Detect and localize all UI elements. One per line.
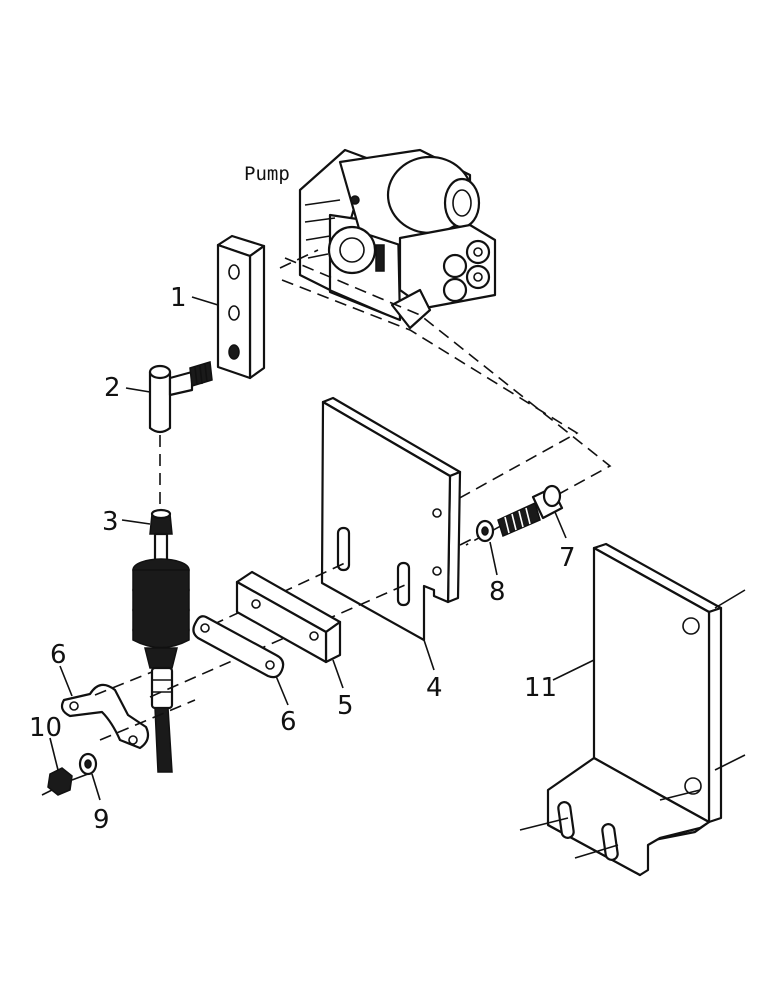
callout-10: 10 xyxy=(29,713,62,743)
part-4-mounting-plate xyxy=(320,396,462,642)
callout-1: 1 xyxy=(170,283,187,313)
part-8-washer xyxy=(475,519,495,543)
part-2-elbow-fitting xyxy=(148,361,213,434)
pump-label: Pump xyxy=(244,163,290,185)
part-6-flat-plate xyxy=(192,615,285,679)
pump-assembly xyxy=(298,148,497,330)
callout-2: 2 xyxy=(104,373,121,403)
bracket-axis-lines xyxy=(519,589,746,859)
callout-3: 3 xyxy=(102,507,119,537)
part-11-angle-bracket xyxy=(546,542,723,877)
part-9-washer xyxy=(78,752,98,776)
part-10-nut xyxy=(47,767,73,796)
callout-8: 8 xyxy=(489,577,506,607)
callout-9: 9 xyxy=(93,805,110,835)
part-3-sensor xyxy=(132,508,190,773)
clamp-dash xyxy=(94,671,196,741)
callout-6a: 6 xyxy=(50,640,67,670)
part-1-block xyxy=(216,234,266,380)
part-5-spacer-bar xyxy=(235,570,342,664)
callout-6b: 6 xyxy=(280,707,297,737)
part-6-cable-clamp xyxy=(60,683,150,750)
callout-11: 11 xyxy=(524,673,557,703)
plate-dash-b xyxy=(149,584,406,698)
callout-5: 5 xyxy=(337,691,354,721)
callout-4: 4 xyxy=(426,673,443,703)
callout-7: 7 xyxy=(559,543,576,573)
pump-mount-dash xyxy=(279,249,612,546)
part-7-bolt xyxy=(497,484,564,538)
